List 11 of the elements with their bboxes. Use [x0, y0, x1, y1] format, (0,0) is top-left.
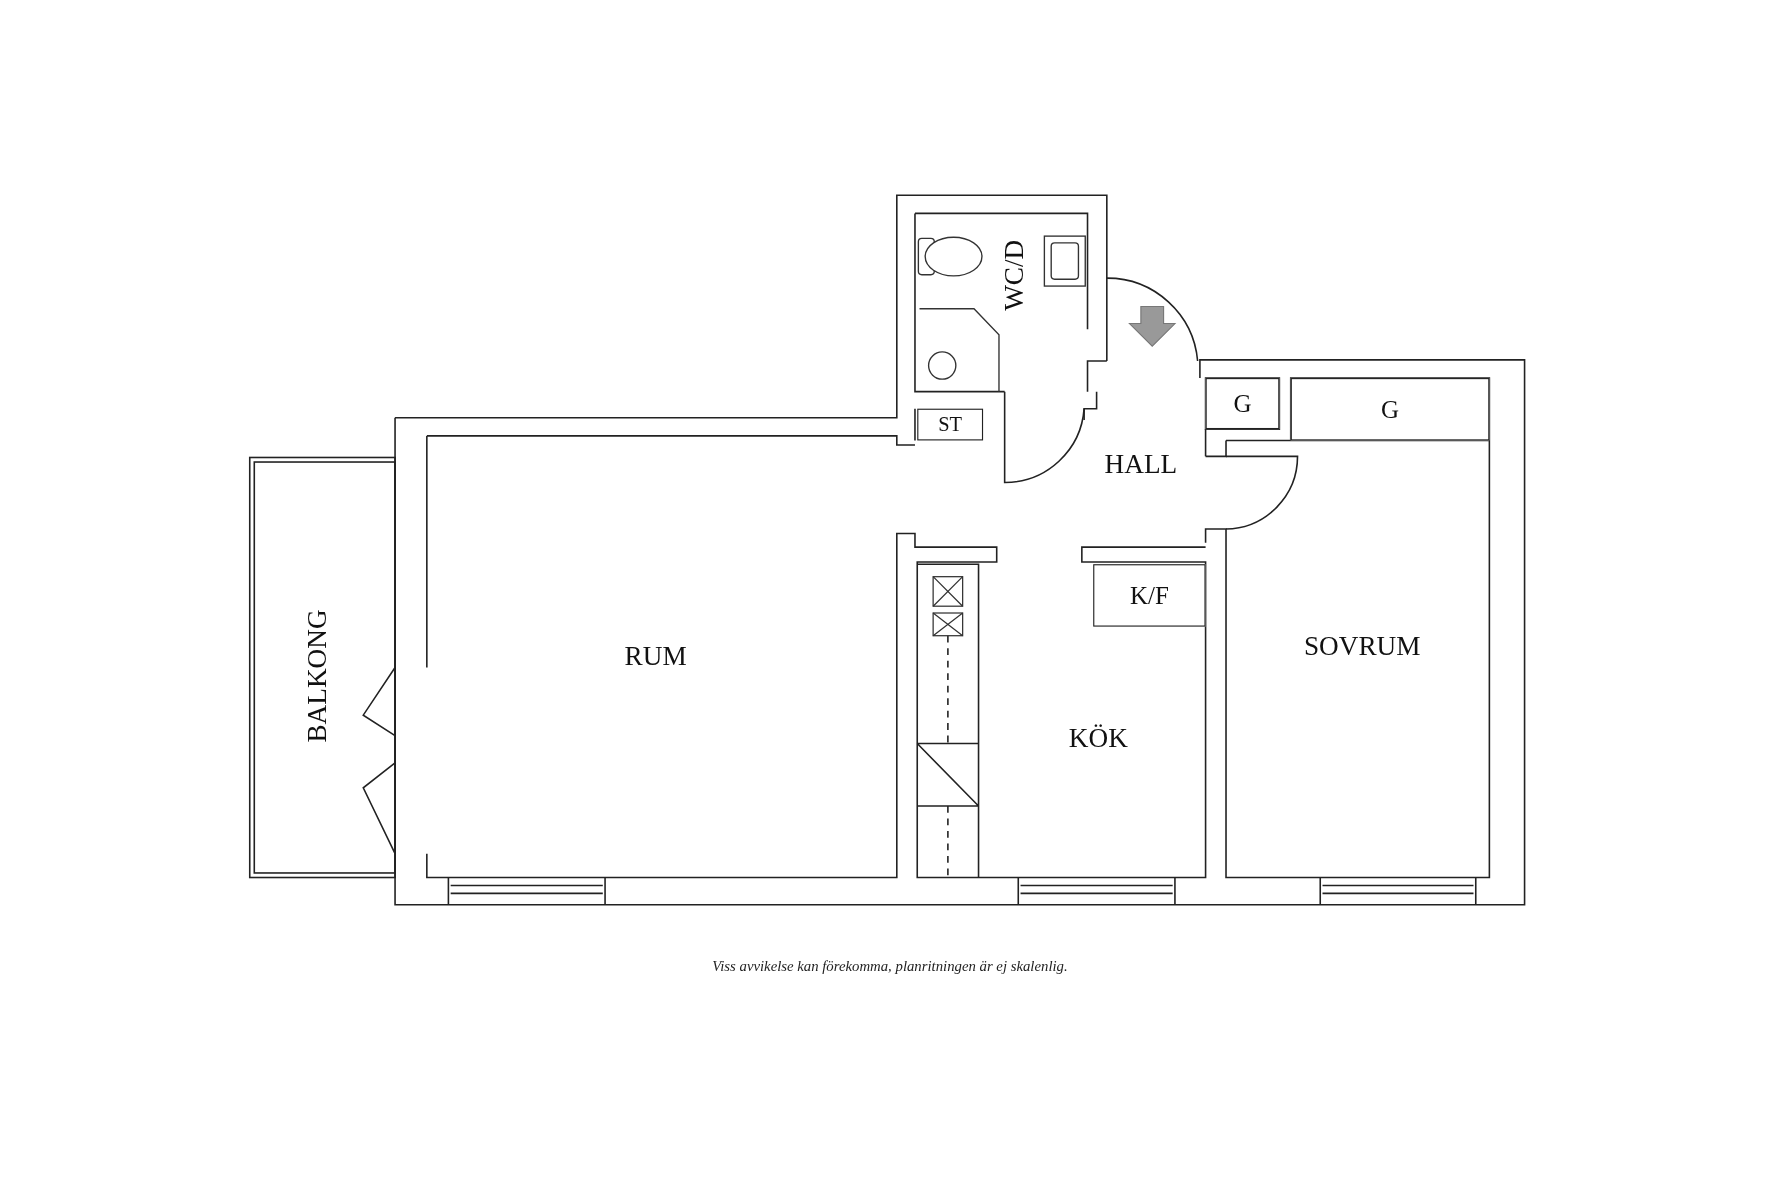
disclaimer-caption: Viss avvikelse kan förekomma, planritningen är ej skalenlig.	[712, 956, 1068, 974]
room-label: KÖK	[1068, 722, 1128, 754]
room-label: SOVRUM	[1303, 630, 1421, 662]
room-label: HALL	[1104, 448, 1178, 480]
wardrobe-closet: G	[1290, 378, 1490, 441]
fridge-freezer-box: K/F	[1093, 564, 1206, 627]
room-label: RUM	[624, 640, 687, 672]
storage-closet: ST	[917, 408, 984, 441]
room-label: WC/D	[998, 239, 1029, 311]
room-label: BALKONG	[302, 608, 334, 743]
wardrobe-closet: G	[1205, 378, 1280, 430]
